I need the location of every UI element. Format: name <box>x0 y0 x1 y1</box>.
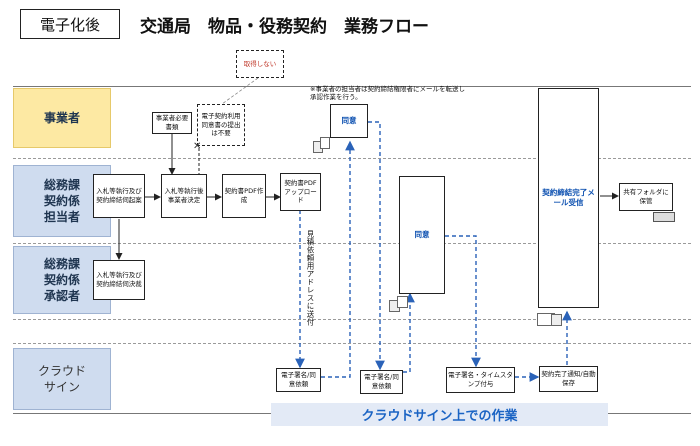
arrow-agree2-to-timestamp <box>445 235 481 368</box>
lane-label: 事業者 <box>43 110 80 125</box>
folder-icon <box>653 212 675 222</box>
lane-separator <box>13 158 691 159</box>
lane-separator <box>13 319 691 320</box>
arrow-agree1-to-sign2 <box>368 121 385 371</box>
agree-box-1: 同意 <box>330 104 368 138</box>
document-icon <box>320 137 330 149</box>
mode-tag: 電子化後 <box>20 9 120 39</box>
lane-label: 総務課 契約係 担当者 <box>43 177 80 225</box>
lane-separator <box>13 86 691 87</box>
not-required-box: 電子契約利用同意書の提出は不要 <box>197 104 245 146</box>
start-box: 入札等執行及び契約締結伺起案 <box>93 174 145 218</box>
arrow-sign2-to-agree2 <box>403 292 415 373</box>
cross-icon: ✕ <box>193 141 202 152</box>
sign-box-1: 電子署名/同意依頼 <box>276 368 321 392</box>
lane-label: クラウド サイン <box>37 363 86 394</box>
notify-box: 契約完了通知/自動保存 <box>539 366 598 392</box>
send-address-note: 見積依頼用アドレスに送付 <box>306 230 315 326</box>
vendor-docs-box: 事業者必要書類 <box>152 112 192 134</box>
page-title: 交通局 物品・役務契約 業務フロー <box>140 17 429 37</box>
arrow-sign1-to-agree1 <box>321 140 355 378</box>
document-icon <box>397 296 408 308</box>
agree-box-2: 同意 <box>399 176 445 294</box>
decide-box: 入札等執行後事業者決定 <box>161 174 207 218</box>
document-icon <box>551 314 562 326</box>
completed-box: 契約締結完了メール受信 <box>538 88 599 308</box>
cloud-work-label: クラウドサイン上での作業 <box>271 403 608 426</box>
timestamp-box: 電子署名・タイムスタンプ付与 <box>446 367 515 393</box>
sign-box-2: 電子署名/同意依頼 <box>360 370 403 394</box>
forward-note: ※事業者の担当者は契約締結権限者にメールを転送し承認作業を行う。 <box>310 85 465 102</box>
no-get-box: 取得しない <box>236 50 284 78</box>
lane-separator <box>13 243 691 244</box>
lane-vendor: 事業者 <box>13 88 111 148</box>
folder-box: 共有フォルダに保管 <box>619 183 673 211</box>
line-no-get <box>221 77 259 105</box>
lane-label: 総務課 契約係 承認者 <box>43 256 80 304</box>
lane-separator <box>13 343 691 344</box>
pdf-box: 契約書PDF作成 <box>222 174 266 218</box>
upload-box: 契約書PDFアップロード <box>280 173 321 211</box>
lane-cloud: クラウド サイン <box>13 348 111 410</box>
approve-box: 入札等執行及び契約締結伺決裁 <box>93 260 145 300</box>
